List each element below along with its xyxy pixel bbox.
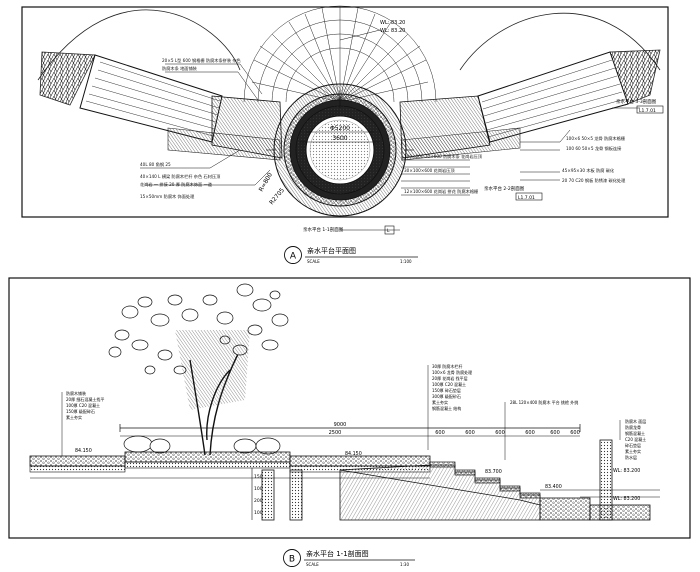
outer-dia-dim: 3600 [332,135,347,142]
plan-note-right-4: 100 60 50×5 龙骨 钢板连接 [566,145,622,152]
plan-drawing: Φ5200 3600 R=800 R2705 20×5 L型 600 [21,5,669,264]
section-elev-2: 83.700 [485,469,502,475]
plan-section-ref-2-sheet: L1.7.01 [518,195,535,201]
plan-note-right-6: 20 70 C20 钢板 防锈漆 碳化处理 [562,177,626,184]
plan-section-ref-3: 亲水平台 3-3剖面图 [616,98,657,105]
plan-bubble [284,246,302,264]
callout-mid-2: 20厚 花岗岩 找平层 [432,375,468,381]
callout-left-1: 20厚 细石混凝土找平 [66,396,104,402]
callout-mid: 30厚 防腐木栏杆 100×6 龙骨 防腐处理 20厚 花岗岩 找平层 100厚… [432,363,472,411]
plan-elev-1: WL: 83.20 [380,28,405,34]
plan-note-left-5: 15×50mm 防腐木 饰面处理 [140,193,195,200]
plan-frame [21,6,669,218]
r2705-dim: R2705 [268,187,286,207]
plan-note-left-1: 防腐木条 地面铺装 [162,65,198,72]
r800-dim: R=800 [258,171,274,193]
plan-elev-0: WL: 83.20 [380,20,405,26]
plan-scale-label: SCALE [307,259,320,264]
callout-mid-0: 30厚 防腐木栏杆 [432,363,462,369]
callout-mid-6: 素土夯实 [432,399,448,405]
plan-note-left-3: 40×140 L 横梁 防腐木栏杆 杂色 石材压顶 [140,173,221,180]
section-elev-0: 84.150 [75,448,92,454]
callout-right-6: 防水层 [625,454,637,460]
plan-section-ref-1-sheet: L [387,228,390,234]
section-frame [8,277,691,539]
section-vdim-1: 100 [254,486,263,492]
plan-note-right-1: 100×600 20×600 防腐木条 花岗岩压顶 [404,153,483,160]
section-elev-3: 83.400 [545,484,562,490]
section-vdim-0: 150 [254,474,263,480]
inner-dia-dim: Φ5200 [330,125,350,132]
plan-note-left-4: 花岗岩 一 拼接 20 厚 防腐木饰面 一道 [140,181,213,188]
section-scale-label: SCALE [306,562,319,567]
plan-section-ref-2: 亲水平台 2-2剖面图 [484,185,525,192]
plan-note-right-3: 12×100×600 花岗岩 拼花 防腐木格栅 [404,188,478,195]
callout-left-3: 150厚 级配碎石 [66,408,95,414]
left-paving-edge [39,51,96,106]
plan-note-left-0: 20×5 L型 600 钢格栅 防腐木条拼装 杂色 [162,57,242,64]
callout-mid-right: 28L 120×400 防腐木 平台 挑檐 外挑 [510,399,578,405]
callout-right-2: 钢筋混凝土 [625,430,645,436]
plan-section-ref-3-sheet: L1.7.01 [639,108,656,114]
section-elev-4: WL: 83.200 [613,468,640,474]
callout-right: 防腐木 面层 防腐龙骨 钢筋混凝土 C20 混凝土 碎石垫层 素土夯实 防水层 [625,418,646,460]
callout-right-0: 防腐木 面层 [625,418,646,424]
callout-right-5: 素土夯实 [625,448,641,454]
plan-section-ref-1: 亲水平台 1-1剖面图 [303,226,344,233]
plan-note-right-0: 100×6 50×5 龙骨 防腐木格栅 [566,135,625,142]
section-scale-value: 1:30 [400,562,409,567]
plan-note-right-5: 45×95×30 木板 防腐 碳化 [562,167,615,174]
callout-mid-7: 钢筋混凝土 结构 [432,405,461,411]
plan-scale-value: 1:100 [400,259,412,264]
section-elev-5: WL: 83.200 [613,496,640,502]
section-dim-4: 600 [525,430,535,436]
callout-right-1: 防腐龙骨 [625,424,641,430]
section-vdim-3: 100 [254,510,263,516]
section-dim-3: 600 [495,430,505,436]
section-drawing: 9000 2500 600 600 600 600 600 600 84.150… [8,277,691,567]
section-bubble [283,549,301,567]
section-dim-0: 2500 [329,430,342,436]
plan-note-right-2: 30×100×600 花岗岩压顶 [404,167,455,174]
section-dim-1: 600 [435,430,445,436]
callout-right-4: 碎石垫层 [625,442,641,448]
callout-mid-3: 100厚 C20 混凝土 [432,381,466,387]
callout-mid-5: 300厚 级配砂石 [432,393,461,399]
section-title: 亲水平台 1-1剖面图 [306,549,369,558]
callout-left-2: 100厚 C20 混凝土 [66,402,100,408]
callout-mid-1: 100×6 龙骨 防腐处理 [432,369,472,375]
plan-note-left-2: 40L 80 角钢 25 [140,161,171,168]
section-elev-1: 84.150 [345,451,362,457]
callout-left-4: 素土夯实 [66,414,82,420]
callout-left-0: 防腐木铺装 [66,390,86,396]
plan-bubble-letter: A [290,252,297,262]
plan-title: 亲水平台平面图 [307,246,356,255]
callout-mid-4: 150厚 碎石垫层 [432,387,461,393]
section-overall-dim: 9000 [334,422,347,428]
callout-left: 防腐木铺装 20厚 细石混凝土找平 100厚 C20 混凝土 150厚 级配碎石… [66,390,104,420]
section-bubble-letter: B [289,555,295,565]
section-dim-6: 600 [570,430,580,436]
section-dim-5: 600 [550,430,560,436]
section-dim-2: 600 [465,430,475,436]
section-vdim-2: 200 [254,498,263,504]
callout-right-3: C20 混凝土 [625,436,646,442]
